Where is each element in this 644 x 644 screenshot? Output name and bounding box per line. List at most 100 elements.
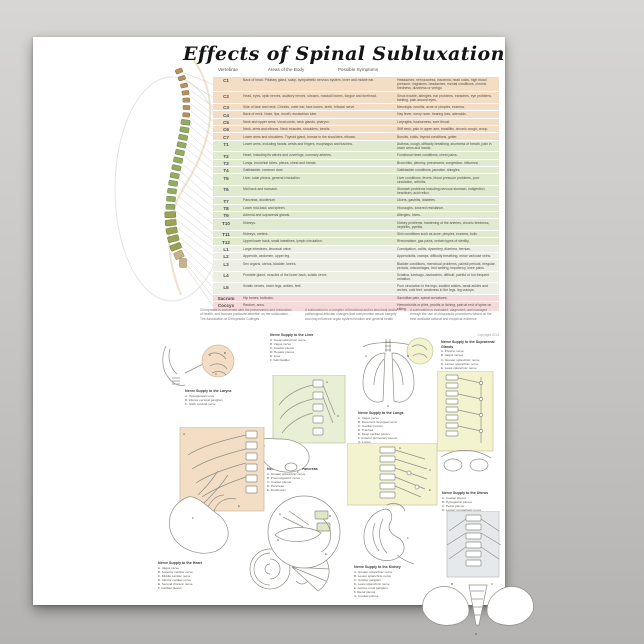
diagram-legend-item: E. Aortico-renal ganglion xyxy=(354,585,388,590)
areas-cell: Sex organs, uterus, bladder, knees. xyxy=(243,261,297,266)
liver-figure: AC EF xyxy=(253,375,348,477)
diagram-title: Nerve Supply to the Heart xyxy=(158,561,202,565)
diagram-legend-item: D. Hepatic plexus xyxy=(270,349,295,354)
diagram-legend-item: D. Lesser splanchnic nerve xyxy=(441,361,479,366)
vertebra-label: C3 xyxy=(223,105,229,111)
symptoms-cell: Poor circulation in the legs, swollen an… xyxy=(397,284,488,293)
header-areas: Areas of the Body xyxy=(267,67,305,72)
symptoms-cell: Asthma, cough, difficulty breathing, sho… xyxy=(397,141,492,150)
svg-text:B: B xyxy=(224,351,226,355)
vertebra-label: T8 xyxy=(223,205,229,211)
diagram-legend-item: B. Lesser splanchnic nerve xyxy=(354,573,392,578)
areas-cell: Head, eyes, optic nerves, auditory nerve… xyxy=(243,93,377,98)
symptoms-cell: Sinus trouble, allergies, ear problems, … xyxy=(397,93,492,102)
diagram-legend-item: C. Greater splanchnic nerve xyxy=(441,357,480,362)
diagram-legend-item: B. Vagus nerve xyxy=(270,341,291,346)
poster-title: Effects of Spinal Subluxation xyxy=(183,43,505,65)
diagram-legend-item: C. Coeliac plexus xyxy=(267,479,292,484)
symptoms-cell: Headaches, nervousness, insomnia, head c… xyxy=(397,78,487,91)
table-row: C2 Head, eyes, optic nerves, auditory ner… xyxy=(213,92,499,104)
diagram-legend-item: C. Coeliac plexus xyxy=(270,345,295,350)
svg-text:F: F xyxy=(297,470,299,474)
symptoms-cell: Neuralgia, neuritis, acne or pimples, ec… xyxy=(397,105,465,110)
areas-cell: Liver, solar plexus, general circulation… xyxy=(243,175,301,180)
symptoms-cell: Bronchitis, pleurisy, pneumonia, congest… xyxy=(397,160,479,165)
vertebra-label: C7 xyxy=(223,134,229,140)
svg-text:A: A xyxy=(183,432,185,436)
vertebra-label: L2 xyxy=(223,254,229,260)
diagram-legend-item: G. Lungs xyxy=(358,440,371,445)
background-oval xyxy=(114,76,230,302)
areas-cell: Heart, including its valves and covering… xyxy=(243,153,332,158)
diagram-legend-item: E. Deep cardiac plexus xyxy=(358,431,390,436)
diagram-title: Nerve Supply to the Liver xyxy=(270,333,314,337)
diagram-legend-item: F. Renal plexus xyxy=(354,590,376,595)
symptoms-cell: Bladder conditions, menstrual problems, … xyxy=(397,261,495,270)
svg-text:F: F xyxy=(192,516,194,520)
vertebra-label: Coccyx xyxy=(217,303,235,309)
symptoms-cell: Stiff neck, pain in upper arm, tonsillit… xyxy=(397,127,489,132)
symptoms-cell: Functional heart conditions, chest pains… xyxy=(397,153,458,158)
areas-cell: Neck and upper arms. Vocal cords, neck g… xyxy=(243,119,330,124)
areas-cell: Appendix, abdomen, upper leg. xyxy=(243,254,291,259)
diagram-legend-item: F. Anterior pulmonary plexus xyxy=(358,436,398,441)
table-row: T2 Heart, including its valves and coveri… xyxy=(213,152,499,160)
diagram-legend-item: D. Inferior cardiac nerve xyxy=(158,577,192,582)
vertebra-label: T3 xyxy=(223,160,229,166)
areas-cell: Neck, arms and elbows. Neck muscles, sho… xyxy=(243,127,331,132)
svg-text:E: E xyxy=(429,488,431,492)
symptoms-cell: Hiccoughs, lowered resistance. xyxy=(397,205,444,210)
diagram-legend-item: B. Vagus nerves xyxy=(441,353,464,358)
diagram-legend-item: F. Cardiac plexus xyxy=(158,586,182,591)
symptoms-cell: Sacroiliac pain, spinal curvatures. xyxy=(397,295,448,300)
svg-text:A: A xyxy=(279,512,281,516)
vertebra-label: T4 xyxy=(223,168,229,174)
svg-text:B: B xyxy=(407,354,409,358)
vertebra-label: L3 xyxy=(223,261,229,267)
diagram-legend-item: B. Pneumogastric nerve xyxy=(267,475,301,480)
vertebra-label: T2 xyxy=(223,153,229,159)
areas-cell: Gallbladder, common duct. xyxy=(243,168,284,173)
diagram-legend-item: B. Recurrent laryngeal nerve xyxy=(358,419,398,424)
diagram-legend-item: C. Sixth cervical nerve xyxy=(185,401,216,406)
diagram-legend-item: A. Vagus nerve xyxy=(158,565,179,570)
vertebra-label: T10 xyxy=(222,220,230,226)
copyright: Copyright 2014 xyxy=(477,333,499,337)
vertebra-label: C2 xyxy=(223,93,229,99)
svg-text:E: E xyxy=(238,504,240,508)
areas-cell: Lower arms, including hands, wrists and … xyxy=(243,141,353,146)
diagram-legend-item: E. Least splanchnic nerve xyxy=(441,365,477,370)
diagram-legend-item: A. Coeliac plexus xyxy=(442,495,466,500)
diagram-legend-item: E. Second thoracic nerve xyxy=(158,581,193,586)
symptoms-cell: Hemorrhoids or piles, pruritis or itchin… xyxy=(397,303,492,311)
symptoms-cell: Kidney problems, hardening of the arteri… xyxy=(397,220,490,229)
areas-cell: Back of neck. Nose, lips, mouth, eustach… xyxy=(243,112,318,117)
vertebra-label: T7 xyxy=(223,198,229,204)
symptoms-cell: Stomach problems including nervous stoma… xyxy=(397,186,486,195)
diagram-legend-item: C. Middle cardiac nerve xyxy=(158,573,191,578)
diagram-legend-item: A. Greater splanchnic nerve xyxy=(354,569,393,574)
diagram-legend-item: A. Phrenic nerve xyxy=(441,349,464,354)
footnote-chiropractic: Chiropractic is concerned with the prese… xyxy=(200,308,292,321)
svg-text:C: C xyxy=(215,372,218,376)
areas-cell: Hip bones, buttocks. xyxy=(243,295,274,300)
table-row: L3 Sex organs, uterus, bladder, knees. Bla… xyxy=(213,260,499,272)
areas-cell: Adrenal and suprarenal glands. xyxy=(243,213,291,218)
vertebra-label: T5 xyxy=(223,175,229,181)
areas-cell: Large intestines, ileocecal valve. xyxy=(243,246,292,251)
vertebra-label: T11 xyxy=(222,232,230,238)
